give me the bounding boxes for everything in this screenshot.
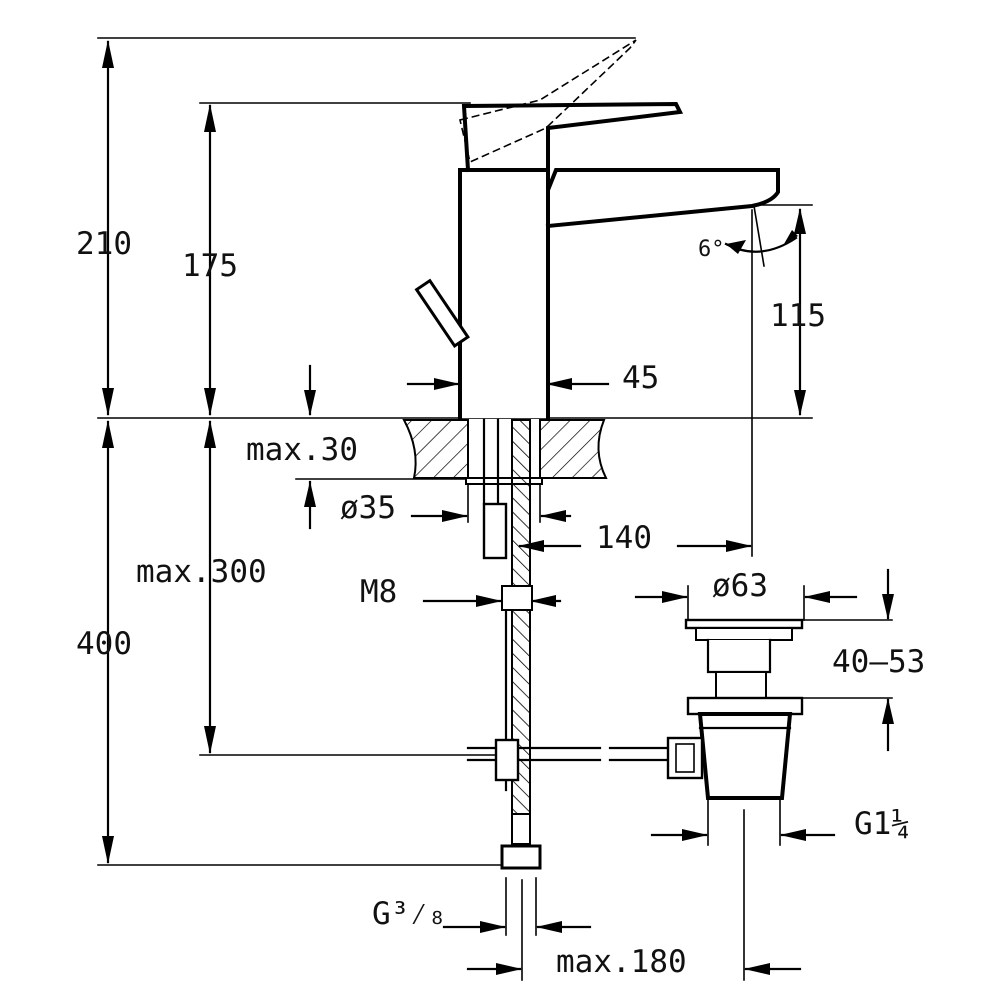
label-hole-diameter: ø35 [340,490,396,526]
label-waste-diameter: ø63 [712,568,768,604]
dimension-spout-height [794,208,806,416]
label-spout-angle: 6° [698,237,725,262]
label-total-height: 210 [76,226,132,262]
label-deck-thickness: max.30 [246,432,358,468]
dimension-rod-length [204,420,216,754]
dimension-max-offset [466,809,802,981]
dimension-deck-thickness [304,364,316,530]
faucet-body [414,39,780,420]
dimension-total-height [102,40,114,416]
countertop-section [402,419,608,485]
dimension-supply-thread [442,877,592,936]
label-spout-height: 115 [770,298,826,334]
pop-up-linkage [466,738,670,782]
dimension-labels: 210 175 115 6° 45 max.30 ø35 140 max.300… [76,226,925,980]
dimension-hose-length [102,420,114,864]
dimension-body-width [406,378,610,390]
extension-lines [97,37,813,866]
spout-angle-indicator [724,205,798,267]
label-waste-thread: G1¼ [854,806,910,842]
label-mounting-stud: M8 [360,574,397,610]
label-spout-reach: 140 [596,520,652,556]
label-max-offset: max.180 [556,944,687,980]
dimension-hole-diameter [410,483,572,523]
dimension-waste-thread [650,799,836,846]
supply-hose [511,419,531,865]
label-waste-adjust: 40–53 [832,644,925,680]
dimension-waste-diameter [634,585,858,621]
supply-nut [500,813,542,870]
label-lever-height: 175 [182,248,238,284]
pop-up-waste [666,618,804,800]
dimension-lever-height [204,104,216,416]
label-supply-thread: G³⁄₈ [372,896,447,932]
label-rod-length: max.300 [136,554,267,590]
dimension-mounting-stud [422,595,562,607]
label-body-width: 45 [622,360,659,396]
label-hose-length: 400 [76,626,132,662]
